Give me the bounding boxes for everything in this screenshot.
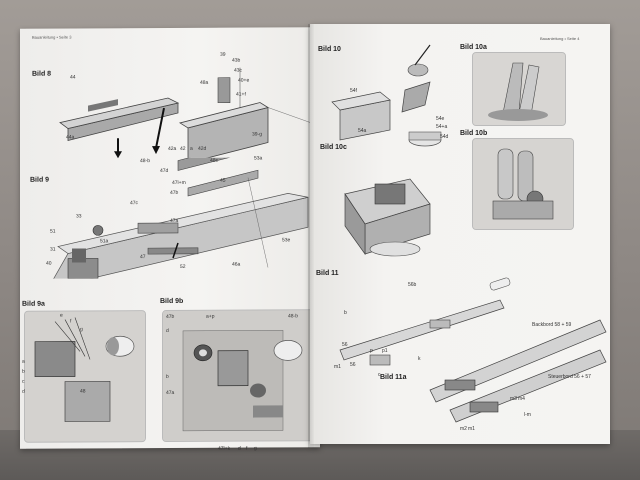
label-51a: 51a [100,238,109,245]
label-40: 40 [46,260,52,267]
label-48b: 48-b [140,158,151,165]
label-9b-47a: 47a [166,389,175,397]
label-p1: p1 [382,348,388,354]
label-backbord: Backbord 58 + 59 [532,322,572,328]
heading-bild-11a: Bild 11a [380,374,407,381]
label-9a-f: f [70,318,72,325]
label-56-b: 56 [342,342,348,348]
fig8-diagram [59,67,318,159]
label-45: 45 [220,177,226,184]
page-gutter [308,24,314,448]
label-9a-e: e [60,312,63,319]
heading-bild-10c: Bild 10c [320,144,347,151]
label-9b-g: g [254,445,257,452]
label-9b-b: b [166,374,169,381]
label-47b: 47b [170,189,179,196]
label-43c: 43c [234,67,243,74]
right-page: Bauanleitung • Seite 4 Bild 10 Bild 10a … [310,24,610,444]
label-b: b [344,310,347,316]
label-48a: 48a [200,79,209,86]
label-m4: m4 [518,396,525,402]
label-9a-d: d [22,388,25,395]
label-56: 56 [350,362,356,368]
label-41f: 41+f [236,91,246,98]
fig10b-image [472,138,574,230]
label-9b-47lk: 47l+k [218,445,231,452]
heading-bild-9a: Bild 9a [22,300,45,308]
label-p: p [370,348,373,354]
label-44: 44 [70,74,76,81]
label-46a: 46a [232,261,241,268]
heading-bild-10b: Bild 10b [460,130,488,137]
label-m2: m2 [460,426,467,432]
label-54e: 54e [436,116,445,122]
label-54d: 54d [440,134,449,140]
fig9b-image [162,309,314,443]
label-9a-g: g [80,326,83,333]
fig11-diagram [339,277,607,423]
heading-bild-10a: Bild 10a [460,44,487,51]
label-53e: 53e [282,237,291,244]
label-33: 33 [76,213,82,220]
label-42: 42 [180,145,186,152]
label-9a-a: a [22,358,25,365]
label-47lm: 47l+m [172,179,186,186]
label-47d: 47d [160,168,169,175]
label-48c: 48c [210,157,219,164]
label-54a: 54a [358,128,367,134]
label-51: 51 [50,228,56,235]
label-9a-c: c [22,378,25,385]
label-lm: l-m [524,412,531,418]
label-52: 52 [180,263,186,270]
fig10a-image [472,52,566,126]
label-54a-plus: 54+a [436,124,448,130]
label-39: 39 [220,51,226,58]
label-56b: 56b [408,282,417,288]
label-c: c [378,372,381,378]
label-9b-ap: a+p [206,313,215,320]
heading-bild-9b: Bild 9b [160,297,184,306]
label-42d: 42d [198,145,207,152]
label-9b-d: d [166,328,169,335]
label-m1: m1 [334,364,341,370]
label-39g: 39-g [252,131,263,138]
label-steuerbord: Steuerbord 56 + 57 [548,374,591,380]
label-m3: m3 [510,396,517,402]
fig10c-diagram [344,178,431,257]
left-page: Bauanleitung • Seite 3 Bild 8 Bild 9 Bil… [20,27,320,452]
label-31: 31 [50,246,56,253]
label-9b-47b: 47b [166,313,175,321]
right-page-header: Bauanleitung • Seite 4 [540,36,580,41]
heading-bild-10: Bild 10 [318,46,341,53]
label-m1-b: m1 [468,426,475,432]
label-k: k [418,356,421,362]
label-9b-48b: 48-b [288,313,299,320]
fig9a-image [24,310,146,443]
label-43b: 43b [232,57,241,64]
label-47c: 47c [130,200,139,207]
left-page-header: Bauanleitung • Seite 3 [32,34,72,40]
label-47: 47 [140,254,146,261]
label-40e: 40+e [238,77,250,84]
label-9b-f: f [246,445,248,452]
fig10-diagram [331,44,442,147]
label-53a: 53a [254,155,263,162]
label-54f: 54f [350,88,357,94]
label-9a-48: 48 [80,388,86,395]
label-9b-d2: d [238,445,241,452]
label-42a: 42a [168,145,177,153]
heading-bild-11: Bild 11 [316,270,339,277]
fig9-diagram [47,157,309,279]
label-9a-b: b [22,368,25,375]
label-47a: 47a [170,217,179,224]
label-a: a [190,145,193,152]
label-44a: 44a [66,134,75,141]
